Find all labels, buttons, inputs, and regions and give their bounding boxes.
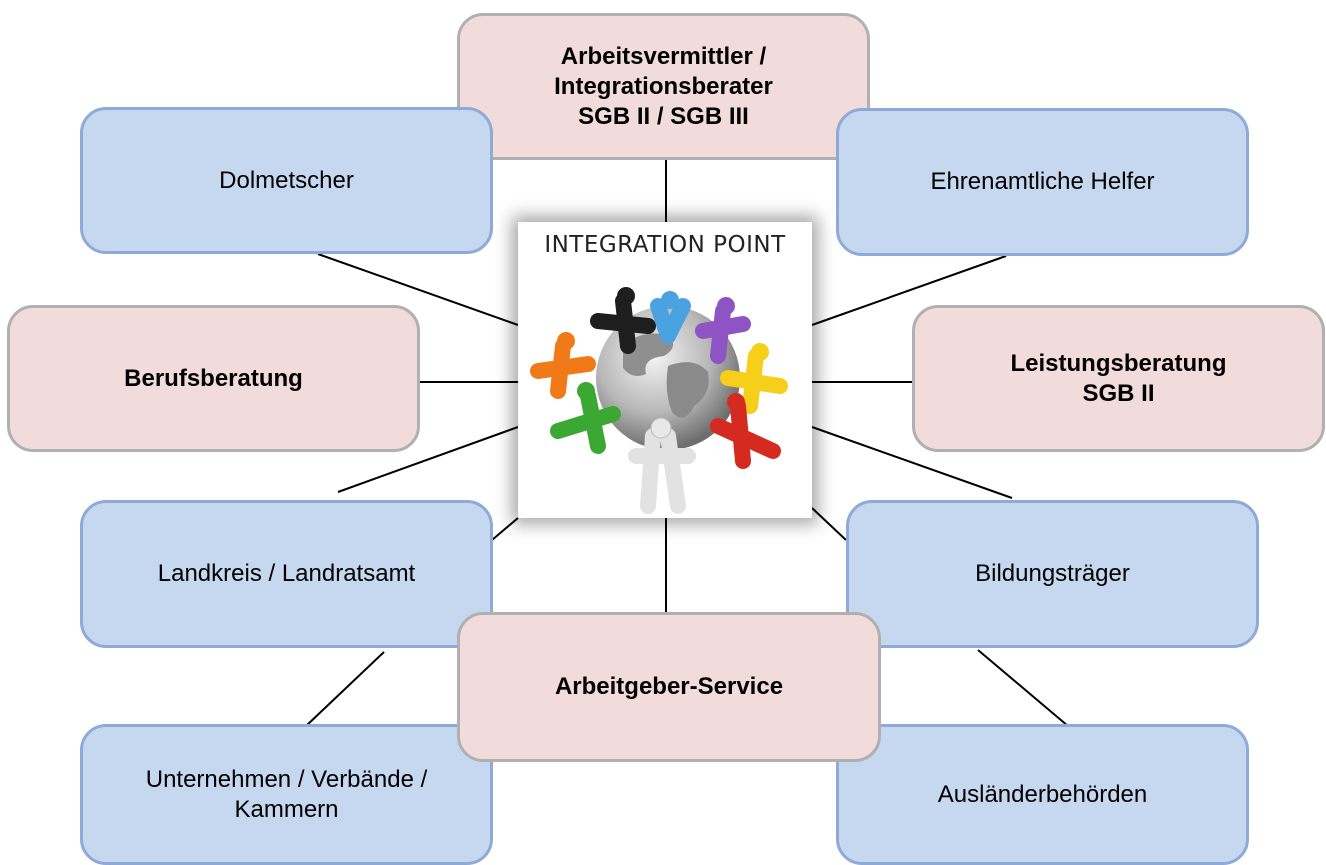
logo-title: INTEGRATION POINT	[544, 232, 786, 258]
node-berufsberatung: Berufsberatung	[7, 305, 420, 452]
globe-people-icon	[530, 287, 788, 514]
node-arbeitsvermittler: Arbeitsvermittler / Integrationsberater …	[457, 13, 870, 160]
node-bildungstraeger: Bildungsträger	[846, 500, 1259, 648]
connector-bildungstraeger	[811, 507, 847, 541]
integration-point-logo: INTEGRATION POINT	[518, 222, 812, 518]
node-leistungsberatung: Leistungsberatung SGB II	[912, 305, 1325, 452]
connector-lower-left	[337, 426, 519, 493]
node-landkreis: Landkreis / Landratsamt	[80, 500, 493, 648]
node-arbeitgeber-service: Arbeitgeber-Service	[457, 612, 881, 762]
node-dolmetscher: Dolmetscher	[80, 107, 493, 254]
node-auslaenderbehoerden: Ausländerbehörden	[836, 724, 1249, 865]
node-ehrenamtliche-helfer: Ehrenamtliche Helfer	[836, 108, 1249, 256]
connector-landkreis	[491, 517, 519, 541]
node-unternehmen: Unternehmen / Verbände / Kammern	[80, 724, 493, 865]
connector-lower-right	[811, 426, 1013, 499]
connector-unternehmen	[305, 651, 385, 727]
connector-auslaender	[977, 649, 1069, 727]
connector-ehrenamtliche	[811, 255, 1007, 326]
connector-dolmetscher	[317, 253, 519, 326]
